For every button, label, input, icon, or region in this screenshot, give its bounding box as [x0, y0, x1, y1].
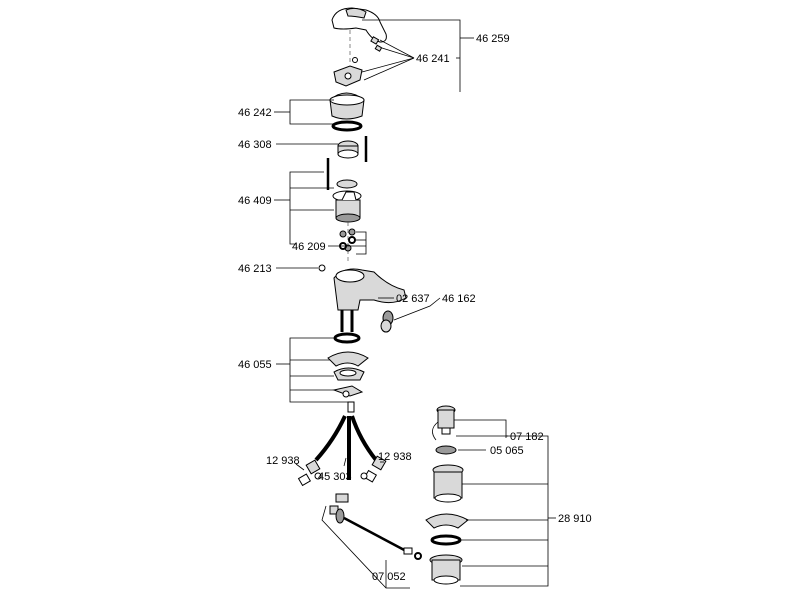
label-07052: 07 052	[372, 571, 406, 583]
label-07182: 07 182	[510, 431, 544, 443]
label-46213: 46 213	[238, 263, 272, 275]
label-12938-left: 12 938	[266, 455, 300, 467]
parts-drawing	[297, 7, 469, 585]
plug-seal	[435, 445, 457, 455]
aerator	[380, 310, 394, 333]
cap	[329, 92, 365, 120]
label-46241: 46 241	[416, 53, 450, 65]
seal-set	[339, 228, 356, 252]
label-46308: 46 308	[238, 139, 272, 151]
pipe-connections	[340, 310, 354, 332]
supply-hoses	[314, 415, 378, 480]
leader-lines	[274, 19, 556, 589]
popup-plug	[432, 405, 456, 441]
label-05065: 05 065	[490, 445, 524, 457]
handle-screws	[352, 36, 383, 63]
mixer-body	[318, 264, 407, 311]
part-labels: 46 259 46 241 46 242 46 308 46 409 46 20…	[238, 33, 592, 583]
hose-ends	[297, 455, 387, 487]
label-12938-right: 12 938	[378, 451, 412, 463]
o-ring-2	[333, 332, 361, 344]
popup-rod	[329, 493, 422, 560]
cartridge	[332, 179, 362, 262]
label-46055: 46 055	[238, 359, 272, 371]
label-46209: 46 209	[292, 241, 326, 253]
label-46259: 46 259	[476, 33, 510, 45]
lever-handle	[331, 7, 387, 64]
cartridge-cap	[337, 140, 359, 159]
label-45303: 45 303	[318, 471, 352, 483]
lever-adapter	[333, 65, 363, 87]
label-02637: 02 637	[396, 293, 430, 305]
mounting-set	[327, 351, 369, 413]
label-46242: 46 242	[238, 107, 272, 119]
label-28910: 28 910	[558, 513, 592, 525]
label-46409: 46 409	[238, 195, 272, 207]
o-ring-1	[331, 120, 363, 132]
label-46162: 46 162	[442, 293, 476, 305]
waste-body	[425, 464, 469, 585]
